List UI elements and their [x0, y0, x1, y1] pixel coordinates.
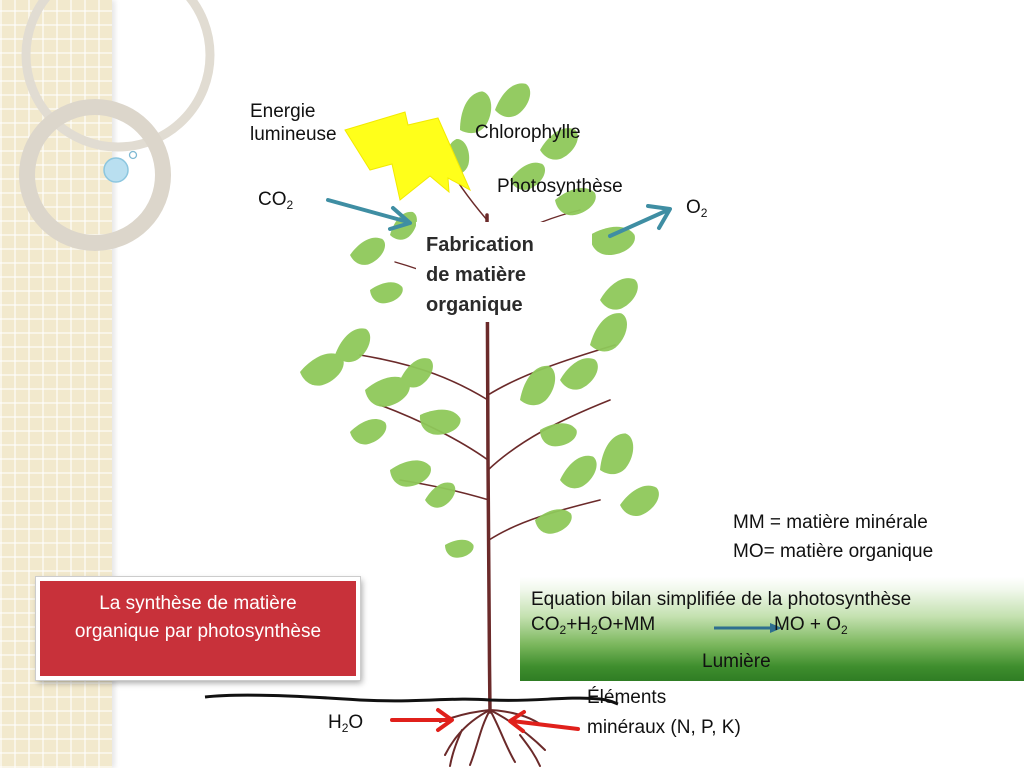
chlorophyll-label: Chlorophylle — [475, 122, 581, 143]
photosynthesis-label: Photosynthèse — [497, 176, 623, 197]
reaction-arrow-icon — [714, 623, 782, 633]
legend-mo: MO= matière organique — [733, 541, 934, 562]
co2-label: CO2 — [258, 189, 294, 212]
energy-label-line2: lumineuse — [250, 124, 337, 145]
mineral-elements-line2: minéraux (N, P, K) — [587, 717, 741, 738]
o2-arrow — [608, 204, 672, 238]
equation-condition: Lumière — [702, 651, 771, 672]
legend: MM = matière minérale MO= matière organi… — [733, 508, 933, 566]
organic-matter-line2: de matière — [426, 264, 527, 286]
energy-label-line1: Energie — [250, 101, 316, 122]
legend-mm: MM = matière minérale — [733, 512, 928, 533]
equation-box: Equation bilan simplifiée de la photosyn… — [520, 577, 1024, 681]
mineral-elements-line1: Éléments — [587, 687, 667, 708]
water-arrow — [390, 708, 454, 732]
equation-reactants: CO2+H2O+MM — [531, 614, 656, 637]
h2o-label: H2O — [328, 712, 364, 735]
decorative-ring-small — [19, 99, 171, 251]
decorative-bubble-small — [128, 150, 138, 160]
equation-title: Equation bilan simplifiée de la photosyn… — [531, 589, 912, 610]
equation-products: MO + O2 — [774, 614, 848, 637]
soil-line — [204, 693, 619, 706]
minerals-arrow — [508, 710, 580, 733]
o2-label: O2 — [686, 197, 708, 220]
title-line2: organique par photosynthèse — [74, 621, 322, 642]
organic-matter-line1: Fabrication — [426, 234, 534, 256]
mineral-elements-label: Éléments minéraux (N, P, K) — [587, 683, 741, 743]
roots — [439, 709, 546, 767]
title-box: La synthèse de matière organique par pho… — [35, 576, 361, 681]
lightning-bolt-icon — [344, 111, 472, 201]
decorative-bubble — [103, 157, 129, 183]
organic-matter-line3: organique — [426, 294, 523, 316]
co2-arrow — [326, 198, 412, 231]
energy-label: Energie lumineuse — [250, 100, 337, 146]
title-line1: La synthèse de matière — [99, 593, 297, 614]
organic-matter-box: Fabrication de matière organique — [416, 222, 592, 322]
decorative-ring-large — [21, 0, 215, 152]
